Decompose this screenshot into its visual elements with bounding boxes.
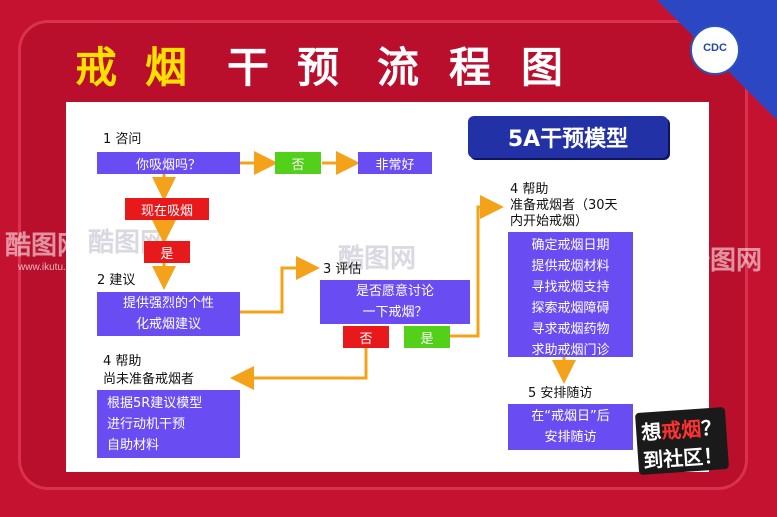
step4-ready-item: 寻找戒烟支持 [531, 280, 610, 295]
step3-line: 是否愿意讨论 [355, 284, 434, 299]
watermark-brand: 酷图网 [5, 231, 84, 261]
step2-line: 化戒烟建议 [135, 317, 201, 332]
watermark-brand: 酷图网 [338, 244, 417, 274]
step2-advise-box: 提供强烈的个性 化戒烟建议 [97, 292, 240, 336]
step4-unready-line: 进行动机干预 [107, 417, 186, 432]
badge-text: ？ [700, 415, 722, 441]
step5-line: 在“戒烟日”后 [531, 409, 610, 424]
watermark-brand: 酷图网 [684, 246, 763, 276]
step5-line: 安排随访 [544, 430, 597, 445]
step2-label: 2 建议 [97, 273, 136, 288]
step4-ready-item: 求助戒烟门诊 [531, 343, 610, 358]
step4-ready-box: 确定戒烟日期 提供戒烟材料 寻找戒烟支持 探索戒烟障碍 寻求戒烟药物 求助戒烟门… [508, 232, 633, 358]
step4-unready-label: 4 帮助 [103, 354, 142, 369]
step4-ready-sublabel: 准备戒烟者（30天 [510, 198, 618, 213]
step5-label: 5 安排随访 [528, 386, 593, 401]
badge-line2: 到社区！ [642, 443, 724, 473]
arrow-advise-to-assess [240, 256, 320, 314]
step3-assess-box: 是否愿意讨论 一下戒烟？ [320, 280, 470, 324]
step3-line: 一下戒烟？ [362, 305, 428, 320]
step4-ready-label: 4 帮助 [510, 182, 549, 197]
model-title: 5A干预模型 [468, 116, 668, 158]
step5-followup-box: 在“戒烟日”后 安排随访 [508, 404, 633, 450]
step2-line: 提供强烈的个性 [122, 296, 214, 311]
quit-smoking-badge: 想戒烟？ 到社区！ [634, 406, 730, 476]
step4-unready-box: 根据5R建议模型 进行动机干预 自助材料 [97, 390, 240, 458]
logo-text: CDC [703, 42, 727, 54]
step4-unready-line: 自助材料 [107, 438, 160, 453]
step1-question-box: 你吸烟吗？ [97, 152, 240, 174]
step4-ready-item: 寻求戒烟药物 [531, 322, 610, 337]
step1-no-tag: 否 [275, 152, 321, 174]
arrow-assess-to-unready [230, 348, 368, 390]
step1-no-result-box: 非常好 [358, 152, 432, 174]
watermark-url: www.ikutu.com [18, 262, 85, 273]
cdc-logo-icon: CDC [690, 25, 740, 75]
arrow-assess-to-ready [448, 195, 504, 338]
step4-ready-item: 确定戒烟日期 [531, 238, 610, 253]
badge-text: 想 [640, 419, 663, 445]
badge-text: 戒烟 [660, 416, 703, 444]
step1-yes-tag: 是 [144, 241, 190, 263]
step1-smoking-tag: 现在吸烟 [125, 198, 209, 220]
step4-unready-sublabel: 尚未准备戒烟者 [103, 372, 195, 387]
step3-yes-tag: 是 [404, 326, 450, 348]
step4-ready-item: 探索戒烟障碍 [531, 301, 610, 316]
step1-label: 1 咨问 [103, 132, 142, 147]
step4-ready-sublabel: 内开始戒烟） [510, 214, 589, 229]
step3-no-tag: 否 [343, 326, 389, 348]
step3-label: 3 评估 [323, 262, 362, 277]
step4-unready-line: 根据5R建议模型 [107, 396, 203, 411]
step4-ready-item: 提供戒烟材料 [531, 259, 610, 274]
